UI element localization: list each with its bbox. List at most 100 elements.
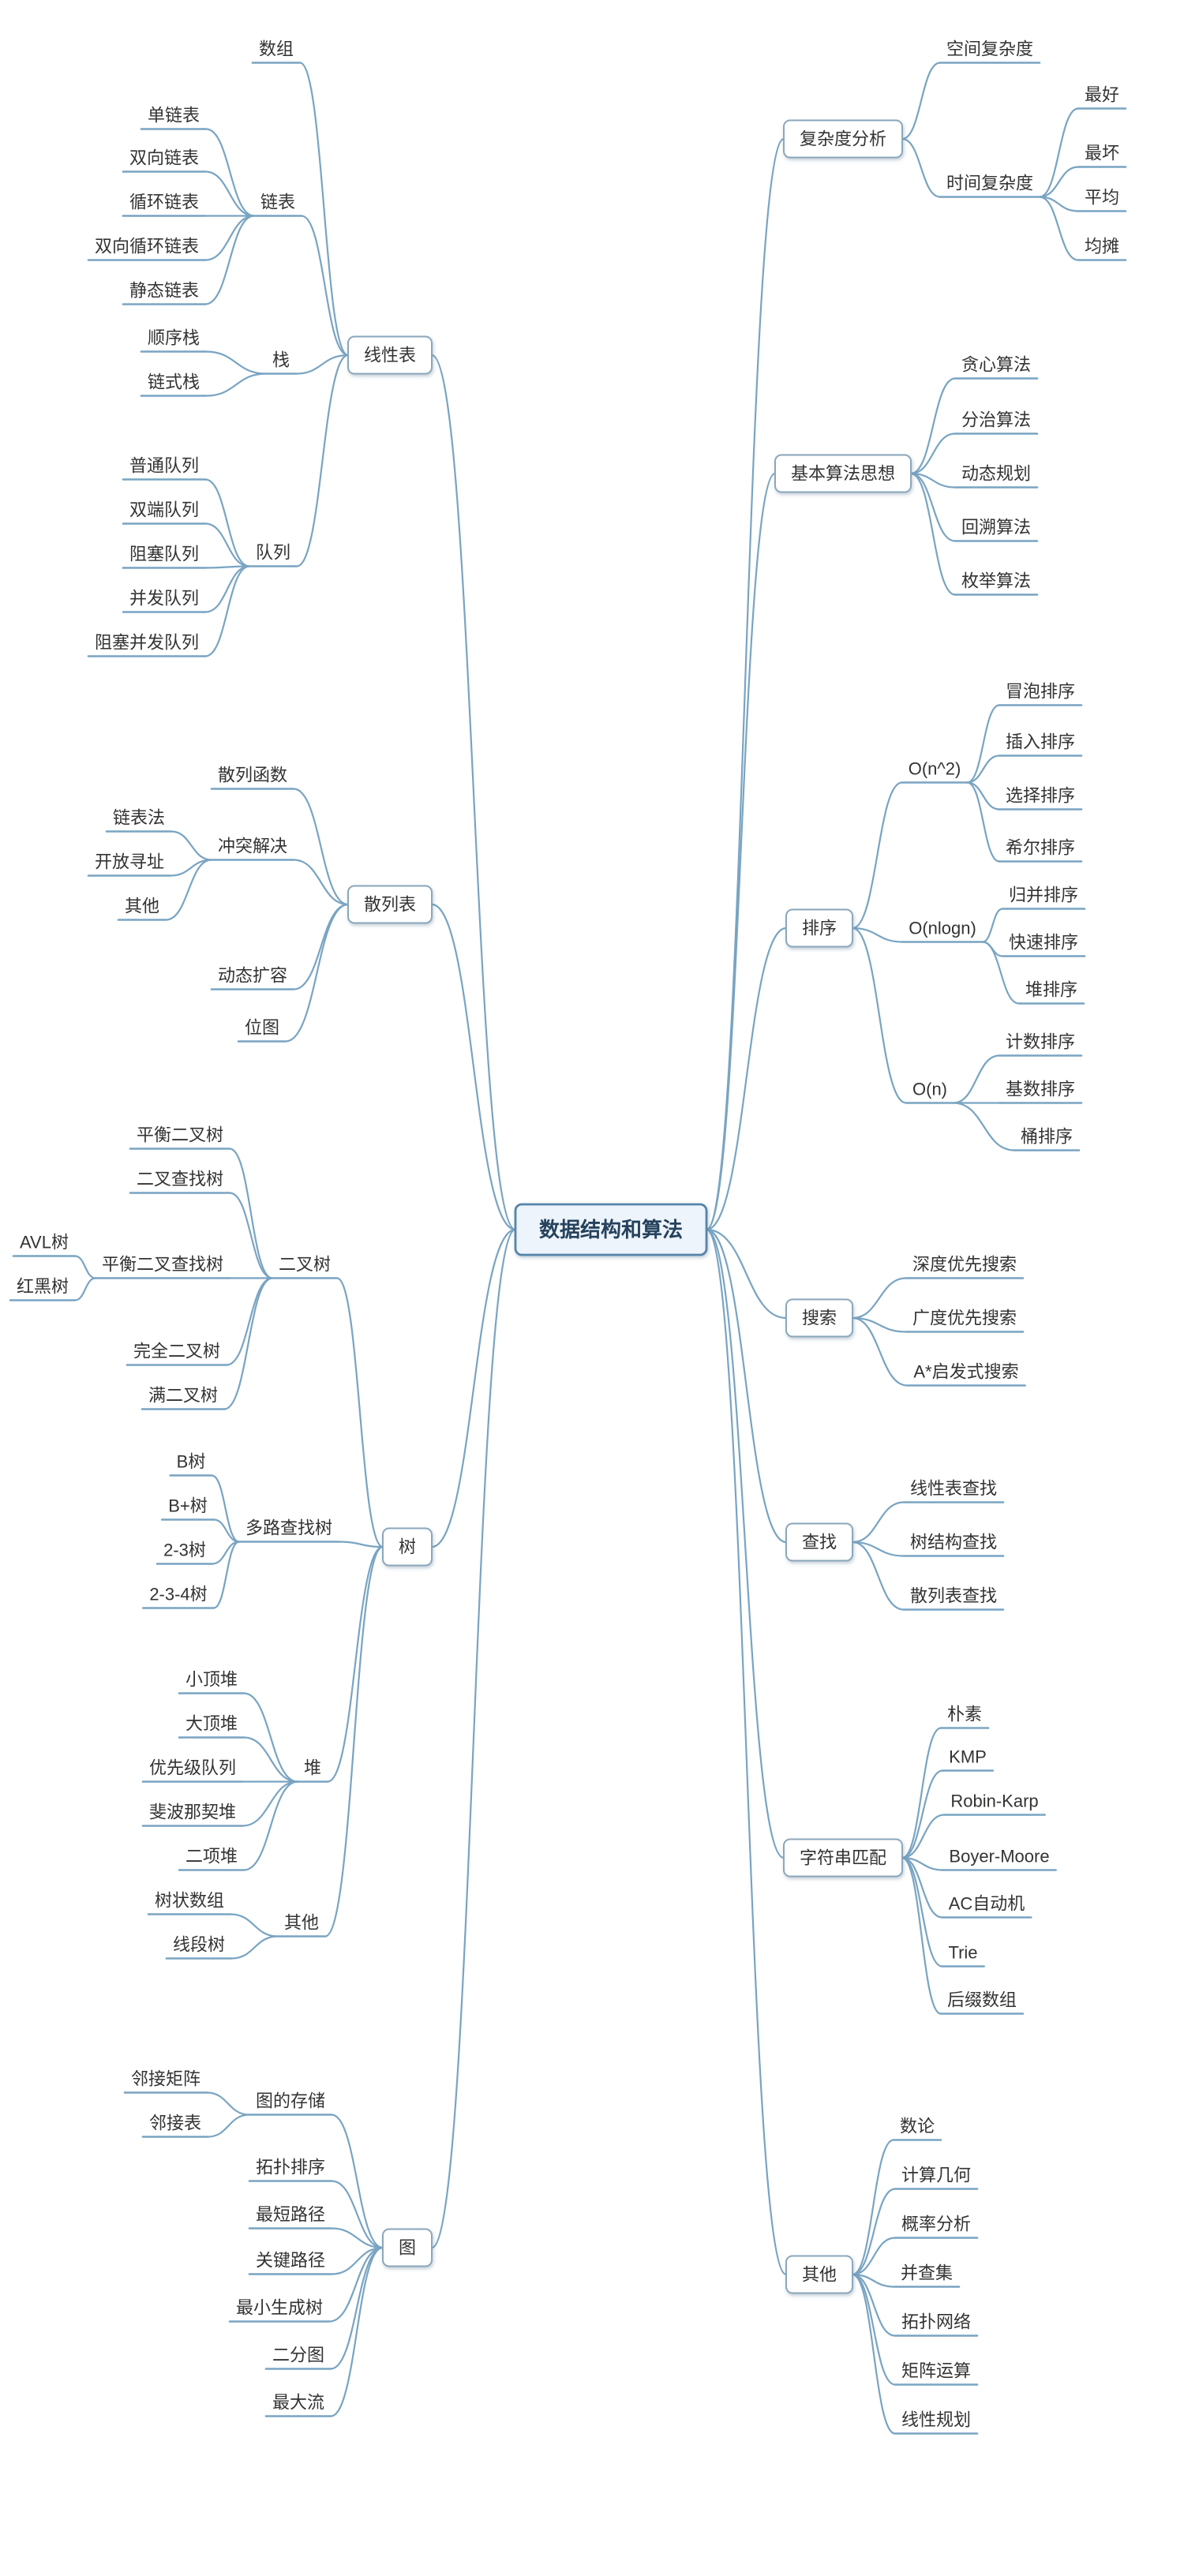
mindmap-node-searching[interactable]: 搜索 — [785, 1298, 854, 1338]
mindmap-node-dfs[interactable]: 深度优先搜索 — [905, 1255, 1025, 1279]
mindmap-node-ac-automaton[interactable]: AC自动机 — [941, 1894, 1032, 1919]
mindmap-node-concurrent-queue[interactable]: 并发队列 — [122, 589, 207, 613]
mindmap-node-binary-tree[interactable]: 二叉树 — [271, 1255, 339, 1279]
mindmap-node-radix-sort[interactable]: 基数排序 — [998, 1080, 1083, 1104]
mindmap-node-quick-sort[interactable]: 快速排序 — [1001, 933, 1086, 957]
mindmap-node-red-black[interactable]: 红黑树 — [9, 1277, 77, 1301]
mindmap-node-merge-sort[interactable]: 归并排序 — [1001, 886, 1086, 910]
mindmap-node-tree[interactable]: 树 — [381, 1527, 433, 1567]
mindmap-node-amortized-case[interactable]: 均摊 — [1077, 237, 1127, 261]
mindmap-node-max-heap[interactable]: 大顶堆 — [178, 1714, 245, 1739]
mindmap-node-computational-geometry[interactable]: 计算几何 — [894, 2166, 979, 2190]
topic-box[interactable] — [347, 885, 433, 924]
mindmap-node-bubble-sort[interactable]: 冒泡排序 — [998, 682, 1083, 706]
mindmap-node-deque[interactable]: 双端队列 — [122, 500, 207, 525]
topic-box[interactable] — [381, 1527, 433, 1567]
mindmap-node-linear-lookup[interactable]: 线性表查找 — [902, 1479, 1005, 1503]
mindmap-node-queue[interactable]: 队列 — [248, 543, 298, 567]
mindmap-node-tree-234[interactable]: 2-3-4树 — [142, 1585, 215, 1609]
mindmap-node-b-tree[interactable]: B树 — [169, 1452, 213, 1477]
mindmap-node-normal-queue[interactable]: 普通队列 — [122, 456, 207, 481]
mindmap-node-misc[interactable]: 其他 — [785, 2255, 854, 2294]
mindmap-node-double-circular-list[interactable]: 双向循环链表 — [87, 237, 207, 261]
mindmap-node-strmatch[interactable]: 字符串匹配 — [782, 1838, 904, 1878]
topic-box[interactable] — [785, 1522, 854, 1562]
mindmap-node-complete-bt[interactable]: 完全二叉树 — [126, 1342, 228, 1366]
mindmap-node-central[interactable]: 数据结构和算法 — [514, 1203, 708, 1256]
mindmap-node-enumeration[interactable]: 枚举算法 — [954, 571, 1039, 596]
mindmap-node-on2[interactable]: O(n^2) — [901, 759, 969, 784]
mindmap-node-tree-other[interactable]: 其他 — [276, 1913, 327, 1938]
mindmap-node-complexity[interactable]: 复杂度分析 — [782, 119, 904, 159]
mindmap-node-space-complexity[interactable]: 空间复杂度 — [939, 39, 1041, 64]
mindmap-node-greedy[interactable]: 贪心算法 — [954, 355, 1039, 380]
mindmap-node-critical-path[interactable]: 关键路径 — [248, 2251, 333, 2275]
mindmap-node-double-list[interactable]: 双向链表 — [122, 148, 207, 173]
mindmap-node-on[interactable]: O(n) — [905, 1080, 955, 1104]
mindmap-node-hash-lookup[interactable]: 散列表查找 — [902, 1586, 1005, 1611]
mindmap-node-priority-queue[interactable]: 优先级队列 — [141, 1758, 244, 1783]
mindmap-node-bitmap[interactable]: 位图 — [237, 1018, 287, 1043]
mindmap-node-min-heap[interactable]: 小顶堆 — [178, 1670, 245, 1694]
mindmap-node-hash[interactable]: 散列表 — [347, 885, 433, 924]
mindmap-node-suffix-array[interactable]: 后缀数组 — [939, 1990, 1025, 2015]
mindmap-node-bst[interactable]: 二叉查找树 — [129, 1170, 231, 1194]
topic-box[interactable] — [381, 2228, 433, 2267]
mindmap-node-lookup[interactable]: 查找 — [785, 1522, 854, 1562]
mindmap-node-balanced-bt[interactable]: 平衡二叉树 — [129, 1125, 231, 1150]
topic-box[interactable] — [785, 1298, 854, 1338]
mindmap-node-max-flow[interactable]: 最大流 — [264, 2393, 332, 2417]
central-topic-box[interactable] — [514, 1203, 708, 1256]
topic-box[interactable] — [785, 908, 854, 948]
topic-box[interactable] — [782, 119, 904, 159]
mindmap-node-chaining[interactable]: 链表法 — [105, 808, 173, 833]
mindmap-node-insertion-sort[interactable]: 插入排序 — [998, 732, 1083, 757]
topic-box[interactable] — [785, 2255, 854, 2294]
mindmap-node-blocking-queue[interactable]: 阻塞队列 — [122, 545, 207, 569]
mindmap-node-onlogn[interactable]: O(nlogn) — [901, 919, 984, 943]
mindmap-node-average-case[interactable]: 平均 — [1077, 188, 1127, 212]
mindmap-node-time-complexity[interactable]: 时间复杂度 — [939, 174, 1041, 198]
mindmap-node-backtracking[interactable]: 回溯算法 — [954, 518, 1039, 542]
mindmap-node-b-plus-tree[interactable]: B+树 — [160, 1496, 215, 1521]
mindmap-node-selection-sort[interactable]: 选择排序 — [998, 786, 1083, 811]
mindmap-node-adj-list[interactable]: 邻接表 — [141, 2114, 209, 2138]
mindmap-node-collision-other[interactable]: 其他 — [117, 897, 167, 921]
mindmap-node-boyer-moore[interactable]: Boyer-Moore — [942, 1847, 1057, 1871]
mindmap-node-naive[interactable]: 朴素 — [939, 1705, 990, 1729]
mindmap-node-probability-analysis[interactable]: 概率分析 — [894, 2215, 979, 2239]
mindmap-node-collision[interactable]: 冲突解决 — [210, 837, 295, 861]
mindmap-node-shell-sort[interactable]: 希尔排序 — [998, 838, 1083, 863]
mindmap-node-full-bt[interactable]: 满二叉树 — [141, 1386, 226, 1410]
mindmap-node-graph-storage[interactable]: 图的存储 — [248, 2091, 333, 2116]
mindmap-node-mst[interactable]: 最小生成树 — [228, 2298, 331, 2323]
mindmap-node-dynamic-resize[interactable]: 动态扩容 — [210, 966, 295, 990]
mindmap-node-single-list[interactable]: 单链表 — [140, 106, 208, 130]
mindmap-node-shortest-path[interactable]: 最短路径 — [248, 2205, 333, 2230]
mindmap-node-segment-tree[interactable]: 线段树 — [165, 1935, 233, 1960]
mindmap-node-blocking-concurrent-queue[interactable]: 阻塞并发队列 — [87, 633, 207, 657]
mindmap-node-static-list[interactable]: 静态链表 — [122, 281, 207, 305]
mindmap-node-avl[interactable]: AVL树 — [12, 1233, 77, 1257]
mindmap-node-circular-list[interactable]: 循环链表 — [122, 193, 207, 217]
mindmap-node-fibonacci-heap[interactable]: 斐波那契堆 — [141, 1803, 244, 1827]
mindmap-node-tree-23[interactable]: 2-3树 — [155, 1541, 214, 1565]
mindmap-node-stack[interactable]: 栈 — [264, 350, 298, 375]
mindmap-node-ideas[interactable]: 基本算法思想 — [774, 454, 912, 493]
mindmap-node-linked-stack[interactable]: 链式栈 — [140, 373, 208, 397]
mindmap-node-multiway-tree[interactable]: 多路查找树 — [238, 1518, 340, 1543]
mindmap-node-hash-func[interactable]: 散列函数 — [210, 766, 295, 790]
mindmap-node-array[interactable]: 数组 — [251, 39, 302, 64]
mindmap-node-divide-conquer[interactable]: 分治算法 — [954, 410, 1039, 435]
mindmap-node-linear-programming[interactable]: 线性规划 — [894, 2410, 979, 2435]
topic-box[interactable] — [774, 454, 912, 493]
mindmap-node-adj-matrix[interactable]: 邻接矩阵 — [123, 2069, 208, 2094]
mindmap-node-graph[interactable]: 图 — [381, 2228, 433, 2267]
mindmap-node-kmp[interactable]: KMP — [941, 1747, 995, 1772]
mindmap-node-binary-indexed-tree[interactable]: 树状数组 — [147, 1891, 232, 1915]
mindmap-node-counting-sort[interactable]: 计数排序 — [998, 1032, 1083, 1057]
mindmap-node-tree-lookup[interactable]: 树结构查找 — [902, 1533, 1005, 1557]
mindmap-node-topo-network[interactable]: 拓扑网络 — [894, 2312, 979, 2337]
mindmap-node-number-theory[interactable]: 数论 — [892, 2117, 942, 2141]
